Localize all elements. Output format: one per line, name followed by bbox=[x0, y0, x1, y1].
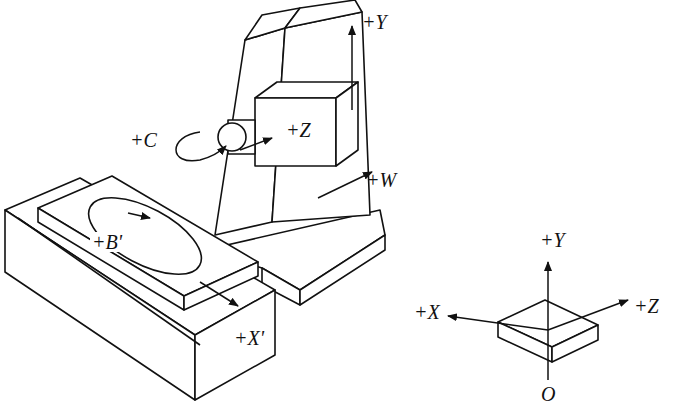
axis-label: +Y bbox=[538, 230, 567, 250]
axis-label: +Z bbox=[284, 120, 313, 140]
axis-label: +X' bbox=[232, 328, 266, 348]
axis-label: +Z bbox=[632, 296, 661, 316]
axis-label: +C bbox=[128, 130, 159, 150]
axis-label: +W bbox=[364, 170, 398, 190]
origin-label: O bbox=[539, 384, 557, 404]
axis-label: +Y bbox=[360, 12, 389, 32]
axis-label: +B' bbox=[90, 232, 124, 252]
axis-label: +X bbox=[412, 302, 442, 322]
